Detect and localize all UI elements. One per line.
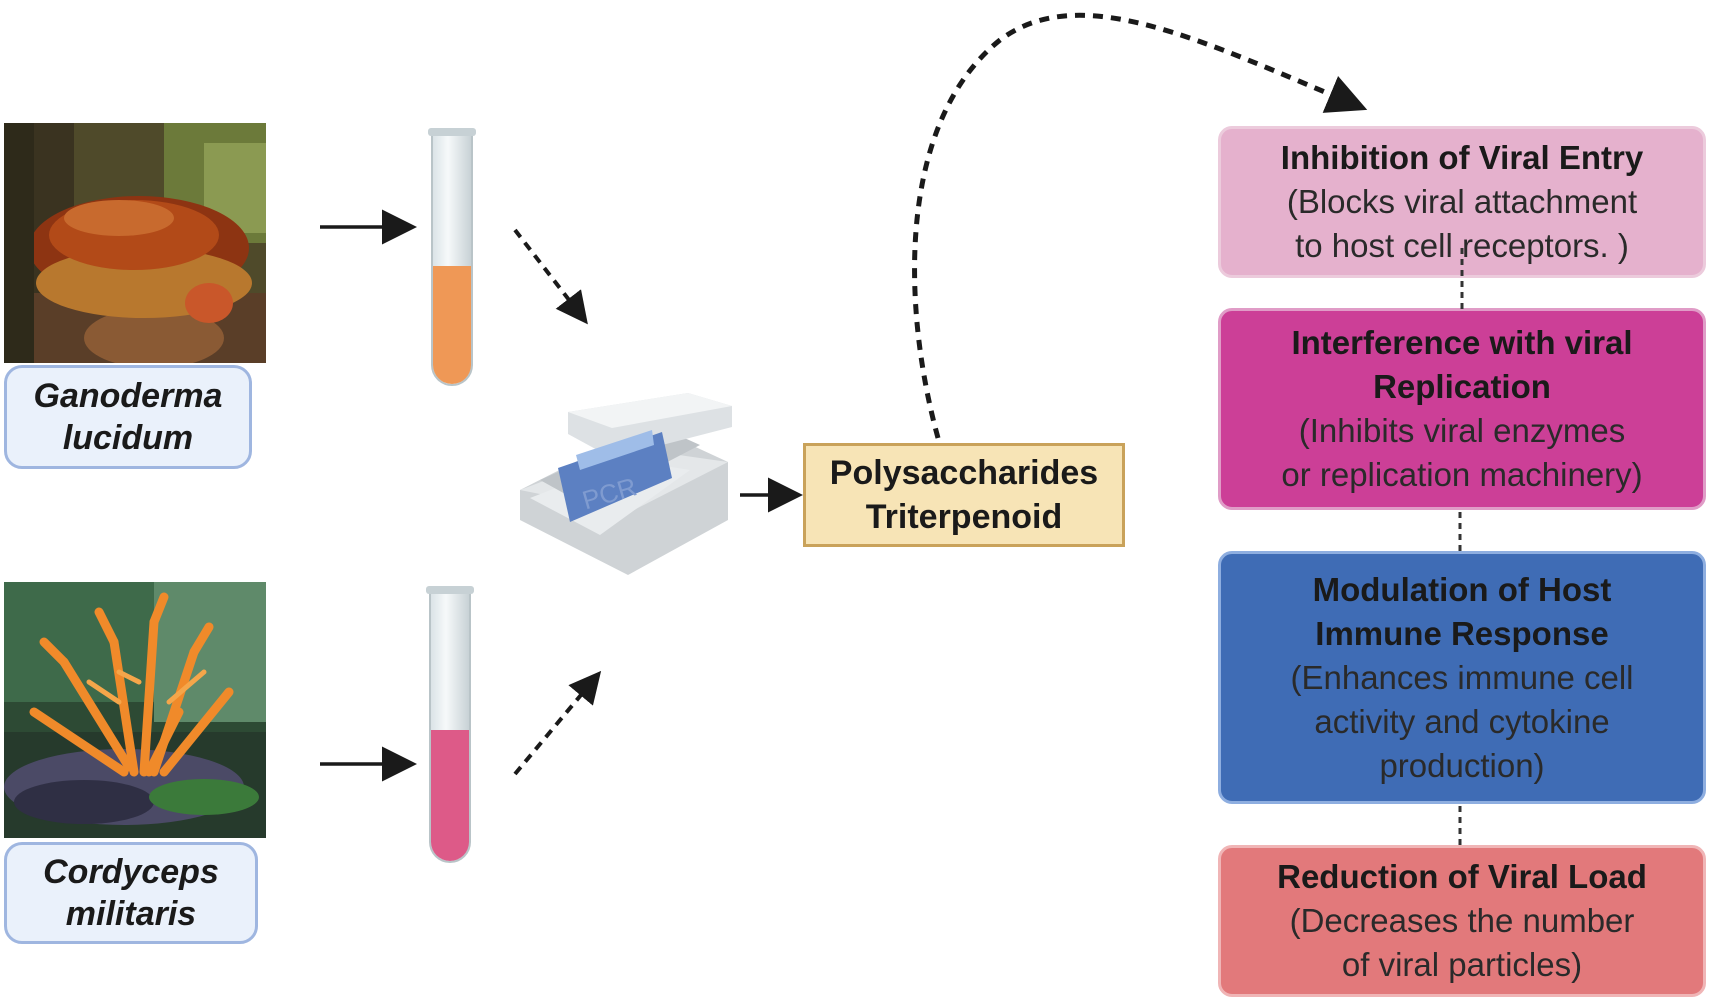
mechanism-title: Inhibition of Viral Entry (1280, 139, 1644, 176)
compound-box: Polysaccharides Triterpenoid (803, 443, 1125, 547)
mechanism-box-immune-response: Modulation of Host Immune Response (Enha… (1218, 551, 1706, 804)
test-tube-orange (428, 128, 476, 386)
dotted-arrow-compound-to-mechanisms (912, 12, 1368, 439)
dotted-arrow-tube2-to-device (513, 670, 602, 776)
species-label-ganoderma: Ganoderma lucidum (4, 365, 252, 469)
compound-line-2: Triterpenoid (865, 498, 1063, 536)
mechanism-description: (Enhances immune cell activity and cytok… (1290, 658, 1634, 784)
ganoderma-photo (4, 123, 266, 363)
compound-line-1: Polysaccharides (829, 454, 1099, 492)
species-label-cordyceps: Cordyceps militaris (4, 842, 258, 944)
test-tube-pink (426, 586, 474, 863)
mechanism-description: (Blocks viral attachment to host cell re… (1286, 183, 1638, 264)
mechanism-description: (Decreases the number of viral particles… (1289, 902, 1635, 983)
cordyceps-photo (4, 582, 266, 838)
mechanism-box-replication: Interference with viral Replication (Inh… (1218, 308, 1706, 510)
mechanism-description: (Inhibits viral enzymes or replication m… (1281, 412, 1643, 493)
dotted-arrow-tube1-to-device (513, 228, 588, 325)
mechanism-box-viral-load: Reduction of Viral Load (Decreases the n… (1218, 845, 1706, 997)
mechanism-title: Modulation of Host Immune Response (1312, 570, 1612, 652)
mechanism-title: Interference with viral Replication (1291, 324, 1633, 405)
pcr-machine: PCR (520, 393, 732, 575)
mechanism-title: Reduction of Viral Load (1277, 858, 1647, 895)
